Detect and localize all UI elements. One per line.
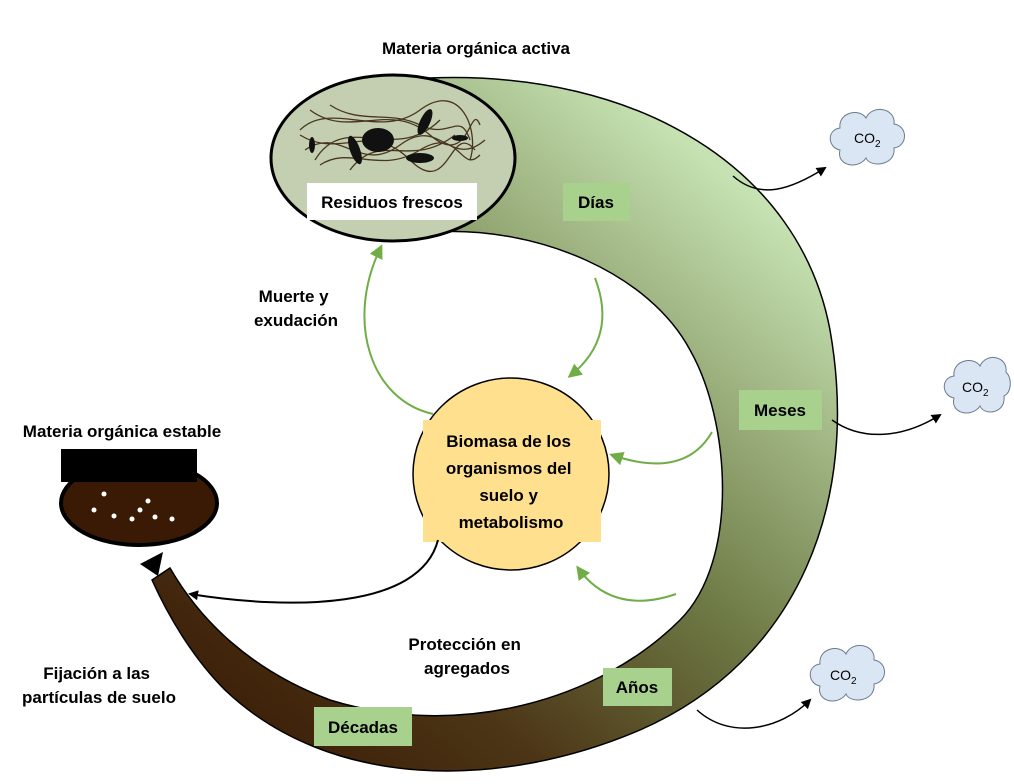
arrow-biomass-to-residues xyxy=(363,244,434,415)
co2-subscript-1: 2 xyxy=(875,139,881,150)
residue-fragments xyxy=(309,109,468,165)
co2-label-3: CO xyxy=(830,667,851,683)
time-band xyxy=(151,76,839,772)
fixation-label: Fijación a las partículas de suelo xyxy=(22,664,176,707)
biomass-box xyxy=(423,420,601,542)
decades-box xyxy=(314,707,412,746)
arrow-months-to-biomass xyxy=(609,431,713,466)
fresh-residues-label: Residuos frescos xyxy=(321,193,463,212)
arrow-days-co2 xyxy=(732,166,827,191)
stable-om-title: Materia orgánica estable xyxy=(23,422,221,441)
arrow-months-co2 xyxy=(831,413,942,436)
co2-label-2: CO xyxy=(962,379,983,395)
years-label: Años xyxy=(616,678,659,697)
fresh-residues-box xyxy=(307,183,477,220)
co2-cloud-1: CO2 xyxy=(829,109,905,166)
svg-text:CO2: CO2 xyxy=(830,667,857,687)
years-box xyxy=(603,668,672,706)
arrow-biomass-to-stable xyxy=(188,539,439,604)
co2-label-1: CO xyxy=(854,130,875,146)
co2-cloud-3: CO2 xyxy=(809,645,885,702)
redaction-bar xyxy=(61,449,197,482)
arrow-fixation-head xyxy=(140,552,163,576)
months-box xyxy=(739,390,822,430)
svg-text:CO2: CO2 xyxy=(962,379,989,399)
days-box xyxy=(563,183,630,221)
months-label: Meses xyxy=(754,401,806,420)
protection-label: Protección en agregados xyxy=(408,635,525,678)
co2-subscript-3: 2 xyxy=(851,676,857,687)
co2-cloud-2: CO2 xyxy=(943,357,1011,414)
co2-subscript-2: 2 xyxy=(983,388,989,399)
days-label: Días xyxy=(578,193,614,212)
svg-text:CO2: CO2 xyxy=(854,130,881,150)
arrow-years-co2 xyxy=(696,698,812,729)
stable-particles xyxy=(91,491,175,522)
active-om-title: Materia orgánica activa xyxy=(382,39,571,58)
decades-label: Décadas xyxy=(328,718,398,737)
biomass-label: Biomasa de los organismos del suelo y me… xyxy=(446,432,576,532)
death-exudation-label: Muerte y exudación xyxy=(254,287,338,330)
arrow-years-to-biomass xyxy=(576,565,677,602)
arrow-days-to-biomass xyxy=(567,277,604,378)
